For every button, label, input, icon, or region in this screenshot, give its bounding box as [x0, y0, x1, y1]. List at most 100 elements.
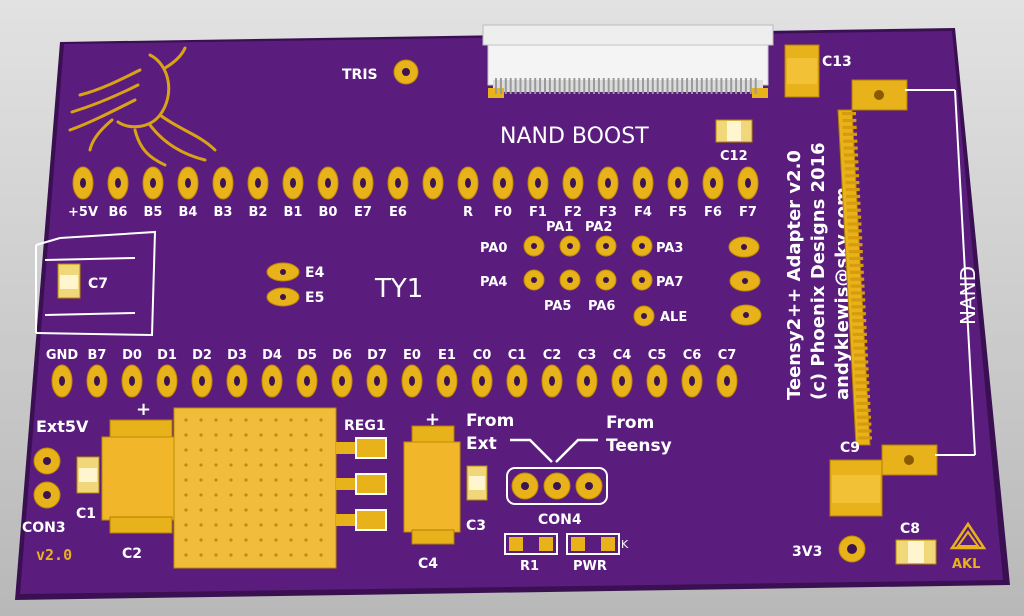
top-pin-label: B5	[144, 205, 163, 220]
bottom-pin-label: E0	[403, 348, 421, 363]
c9-capacitor	[829, 459, 883, 517]
ffc-connector	[482, 24, 774, 98]
c4-capacitor	[403, 425, 461, 545]
pa-pin-grid	[523, 235, 655, 327]
reg1-label: REG1	[344, 418, 386, 434]
r1-resistor	[504, 533, 558, 555]
con3-connector	[33, 447, 61, 509]
c1-capacitor	[76, 456, 100, 494]
akl-logo	[949, 521, 987, 550]
top-pin-label: E7	[354, 205, 372, 220]
title-line2: (c) Phoenix Designs 2016	[808, 142, 829, 400]
c3-capacitor	[466, 465, 488, 501]
ale-label: ALE	[660, 310, 687, 325]
r1-label: R1	[520, 559, 539, 574]
top-pin-label: F2	[564, 205, 582, 220]
bottom-pin-label: D2	[192, 348, 212, 363]
con4-label: CON4	[538, 512, 582, 528]
pa2-label: PA2	[585, 220, 612, 235]
c2-capacitor	[101, 419, 179, 534]
top-pin-label: +5V	[68, 205, 98, 220]
bottom-pin-label: C2	[543, 348, 562, 363]
usb-outline	[35, 230, 157, 337]
c8-capacitor	[895, 539, 937, 565]
bottom-pin-label: C6	[683, 348, 702, 363]
c9-label: C9	[840, 440, 860, 456]
top-pin-label: B2	[249, 205, 268, 220]
pwr-led	[566, 533, 620, 555]
top-pin-label: F3	[599, 205, 617, 220]
bottom-pin-label: E1	[438, 348, 456, 363]
from-teensy-label-1: From	[606, 413, 654, 433]
c13-label: C13	[822, 54, 852, 70]
top-pin-header	[72, 166, 759, 200]
bottom-pin-label: D1	[157, 348, 177, 363]
c7-capacitor	[57, 263, 81, 299]
pa1-label: PA1	[546, 220, 573, 235]
3v3-label: 3V3	[792, 544, 822, 560]
ty1-label: TY1	[374, 274, 423, 304]
pa4-label: PA4	[480, 275, 507, 290]
bottom-pin-label: D6	[332, 348, 352, 363]
ext5v-label: Ext5V	[36, 417, 89, 436]
reg1-regulator	[173, 407, 387, 569]
top-pin-label: B0	[319, 205, 338, 220]
bottom-pin-label: D0	[122, 348, 142, 363]
selector-arrows	[510, 438, 598, 463]
bottom-pin-label: C7	[718, 348, 737, 363]
title-line1: Teensy2++ Adapter v2.0	[784, 150, 805, 400]
top-pin-label: R	[463, 205, 473, 220]
c12-label: C12	[720, 149, 748, 164]
top-pin-label: B6	[109, 205, 128, 220]
nand-boost-label: NAND BOOST	[500, 124, 649, 149]
bottom-pin-label: D4	[262, 348, 282, 363]
pa5-label: PA5	[544, 299, 571, 314]
bottom-pin-label: GND	[46, 348, 79, 363]
top-pin-label: F5	[669, 205, 687, 220]
bottom-pin-label: B7	[88, 348, 107, 363]
e4-label: E4	[305, 265, 325, 281]
bottom-pin-label: D5	[297, 348, 317, 363]
bottom-pin-label: C1	[508, 348, 527, 363]
bottom-pin-label: C5	[648, 348, 667, 363]
c2-plus: +	[136, 399, 151, 420]
top-pin-label: F4	[634, 205, 652, 220]
con3-label: CON3	[22, 520, 66, 536]
version-label: v2.0	[36, 546, 72, 564]
top-pin-label: B1	[284, 205, 303, 220]
nand-footprint	[837, 79, 976, 476]
top-pin-label: F0	[494, 205, 512, 220]
top-pin-label: F7	[739, 205, 757, 220]
c13-capacitor	[784, 44, 820, 98]
from-teensy-label-2: Teensy	[606, 436, 672, 456]
k-label: K	[621, 538, 629, 551]
top-pin-label: B3	[214, 205, 233, 220]
c12-capacitor	[715, 119, 753, 143]
right-side-pads	[728, 236, 762, 326]
e4-e5-pads	[266, 262, 300, 307]
c7-label: C7	[88, 276, 108, 292]
bottom-pin-label: C4	[613, 348, 632, 363]
pa0-label: PA0	[480, 241, 507, 256]
bottom-pin-label: C0	[473, 348, 492, 363]
bottom-pin-label: D3	[227, 348, 247, 363]
c2-label: C2	[122, 546, 142, 562]
pa3-label: PA3	[656, 241, 683, 256]
c4-label: C4	[418, 556, 438, 572]
top-pin-label: E6	[389, 205, 407, 220]
nand-label: NAND	[956, 266, 980, 325]
from-ext-label-2: Ext	[466, 434, 497, 454]
from-ext-label-1: From	[466, 411, 514, 431]
tris-label: TRIS	[342, 67, 378, 83]
bottom-pin-header	[51, 364, 738, 398]
pwr-label: PWR	[573, 559, 607, 574]
pa6-label: PA6	[588, 299, 615, 314]
c8-label: C8	[900, 521, 920, 537]
phoenix-logo	[68, 46, 217, 167]
c3-label: C3	[466, 518, 486, 534]
e5-label: E5	[305, 290, 324, 306]
